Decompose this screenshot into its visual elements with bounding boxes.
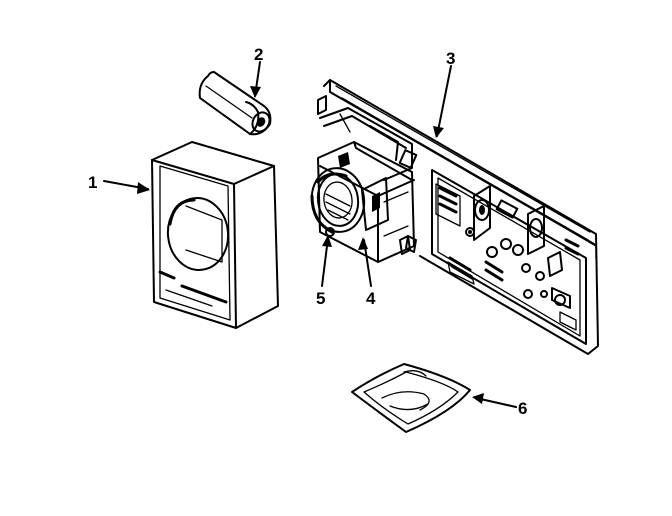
- sensor-module-part: [317, 107, 418, 263]
- base-plate-part: [317, 79, 599, 355]
- battery-part: [198, 71, 272, 136]
- cover-part: [151, 141, 279, 329]
- label-parts-bag: 6: [518, 399, 527, 418]
- parts-bag-part: [351, 363, 471, 433]
- dial-part: [310, 167, 366, 237]
- label-base-plate: 3: [446, 49, 455, 68]
- label-battery: 2: [254, 45, 263, 64]
- leader-lines: [103, 61, 517, 408]
- label-sensor-module: 4: [366, 289, 376, 308]
- label-dial: 5: [316, 289, 325, 308]
- label-cover: 1: [88, 173, 97, 192]
